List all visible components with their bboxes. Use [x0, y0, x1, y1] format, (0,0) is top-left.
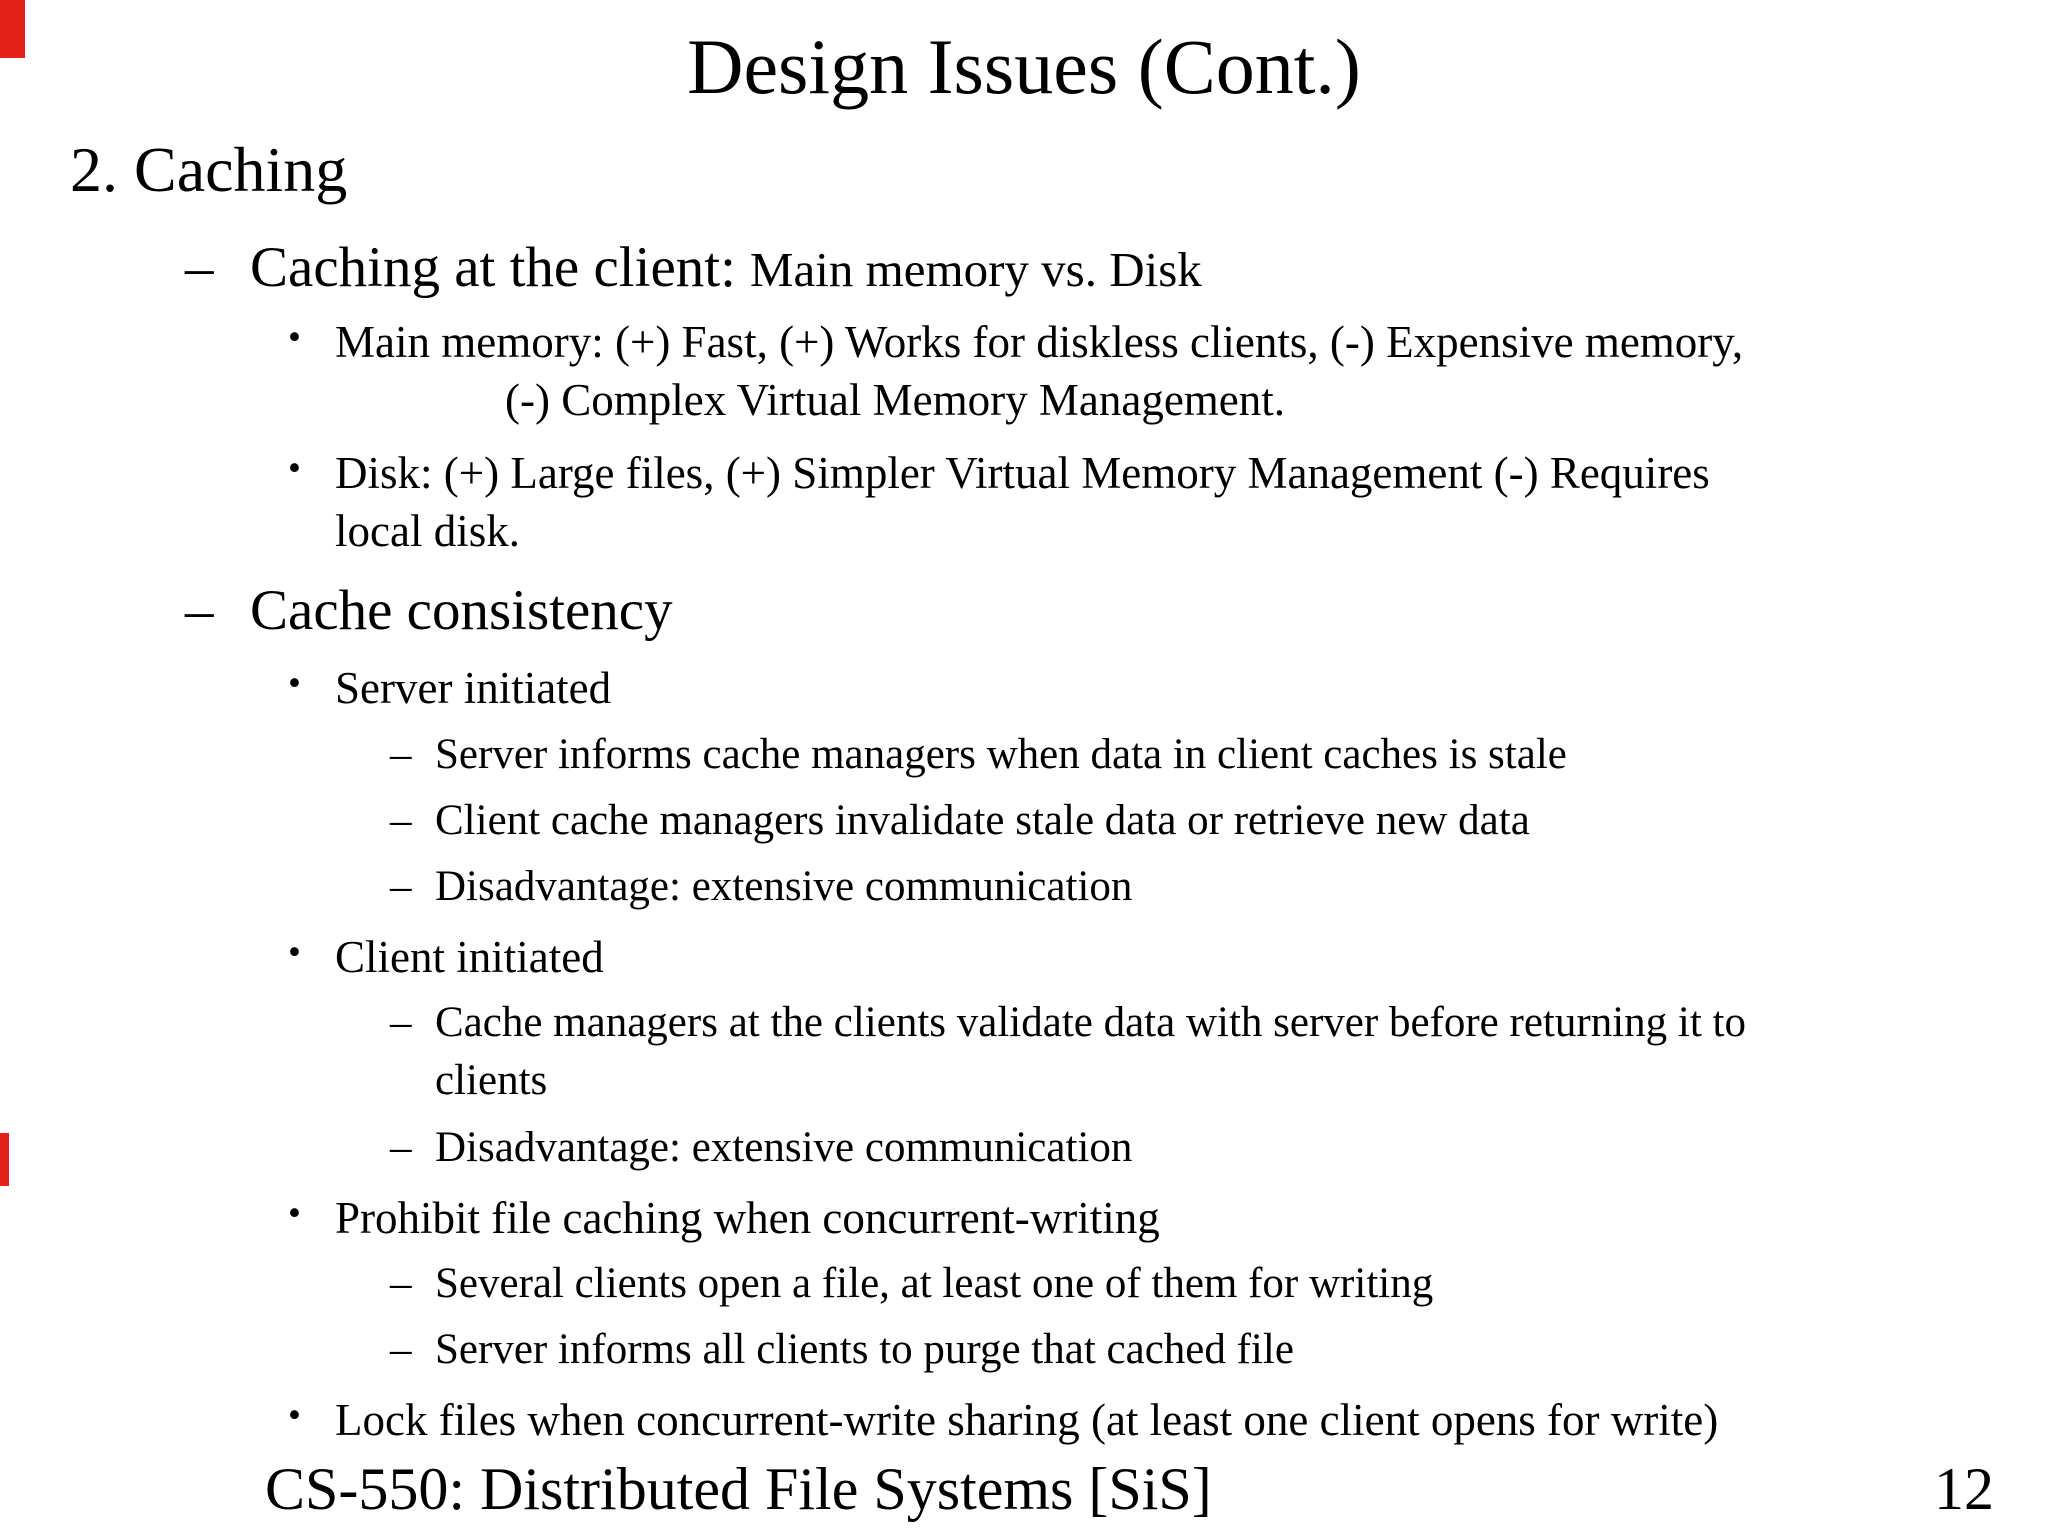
bullet-dot-marker: • — [288, 1394, 301, 1436]
sub-bullet-several-clients: – Several clients open a file, at least … — [0, 1255, 2048, 1313]
bullet-line: Client initiated — [335, 931, 604, 982]
footer-page-number: 12 — [1934, 1456, 1994, 1522]
bullet-line: Several clients open a file, at least on… — [435, 1260, 1434, 1308]
dash-marker: – — [390, 1123, 412, 1171]
bullet-line-continuation: local disk. — [335, 506, 520, 557]
bullet-client-initiated: • Client initiated — [0, 928, 2048, 987]
sub-bullet-disadvantage-client: – Disadvantage: extensive communication — [0, 1119, 2048, 1177]
bullet-line: Disadvantage: extensive communication — [435, 1123, 1133, 1171]
bullet-prohibit-file-caching: • Prohibit file caching when concurrent-… — [0, 1189, 2048, 1248]
bullet-lock-files: • Lock files when concurrent-write shari… — [0, 1391, 2048, 1450]
dash-marker: – — [185, 578, 214, 642]
sub-bullet-cache-managers-validate: – Cache managers at the clients validate… — [0, 994, 2048, 1110]
bullet-line: Main memory: (+) Fast, (+) Works for dis… — [335, 316, 1744, 367]
bullet-cache-consistency: –Cache consistency — [0, 577, 2048, 645]
sub-bullet-client-cache-managers: – Client cache managers invalidate stale… — [0, 792, 2048, 850]
dash-marker: – — [390, 796, 412, 844]
bullet-label: Caching at the client: — [250, 236, 736, 300]
bullet-main-memory: • Main memory: (+) Fast, (+) Works for d… — [0, 313, 2048, 430]
dash-marker: – — [390, 1260, 412, 1308]
bullet-line: Disadvantage: extensive communication — [435, 862, 1133, 910]
bullet-line: Lock files when concurrent-write sharing… — [335, 1395, 1719, 1446]
bullet-dot-marker: • — [288, 1191, 301, 1233]
dash-marker: – — [390, 1326, 412, 1374]
sub-bullet-disadvantage-server: – Disadvantage: extensive communication — [0, 858, 2048, 916]
bullet-label: Cache consistency — [250, 578, 673, 642]
slide-title: Design Issues (Cont.) — [687, 23, 1361, 110]
bullet-line: Prohibit file caching when concurrent-wr… — [335, 1192, 1160, 1243]
sub-bullet-server-informs-purge: – Server informs all clients to purge th… — [0, 1321, 2048, 1379]
bullet-dot-marker: • — [288, 662, 301, 704]
bullet-line: Server initiated — [335, 663, 612, 714]
dash-marker: – — [390, 862, 412, 910]
bullet-dot-marker: • — [288, 930, 301, 972]
bullet-line: Server informs all clients to purge that… — [435, 1326, 1294, 1374]
bullet-line-continuation: (-) Complex Virtual Memory Management. — [505, 375, 1286, 426]
dash-marker: – — [185, 236, 214, 300]
bullet-caching-at-the-client: –Caching at the client:Main memory vs. D… — [0, 234, 2048, 302]
red-edge-artifact-left — [0, 1133, 9, 1186]
bullet-server-initiated: • Server initiated — [0, 659, 2048, 718]
bullet-line: Cache managers at the clients validate d… — [435, 999, 1746, 1047]
bullet-line: Server informs cache managers when data … — [435, 730, 1567, 778]
sub-bullet-server-informs: – Server informs cache managers when dat… — [0, 726, 2048, 784]
footer-course-title: CS-550: Distributed File Systems [SiS] — [265, 1456, 1212, 1522]
bullet-dot-marker: • — [288, 315, 301, 357]
bullet-line: Disk: (+) Large files, (+) Simpler Virtu… — [335, 447, 1710, 498]
bullet-label-suffix: Main memory vs. Disk — [749, 242, 1202, 298]
bullet-disk: • Disk: (+) Large files, (+) Simpler Vir… — [0, 444, 2048, 561]
bullet-line: Client cache managers invalidate stale d… — [435, 796, 1530, 844]
dash-marker: – — [390, 730, 412, 778]
red-edge-artifact-top-left — [0, 0, 25, 58]
bullet-line-continuation: clients — [435, 1057, 548, 1105]
dash-marker: – — [390, 999, 412, 1047]
heading-caching: 2. Caching — [70, 133, 348, 205]
slide-footer: CS-550: Distributed File Systems [SiS] 1… — [265, 1456, 1994, 1522]
bullet-dot-marker: • — [288, 446, 301, 488]
